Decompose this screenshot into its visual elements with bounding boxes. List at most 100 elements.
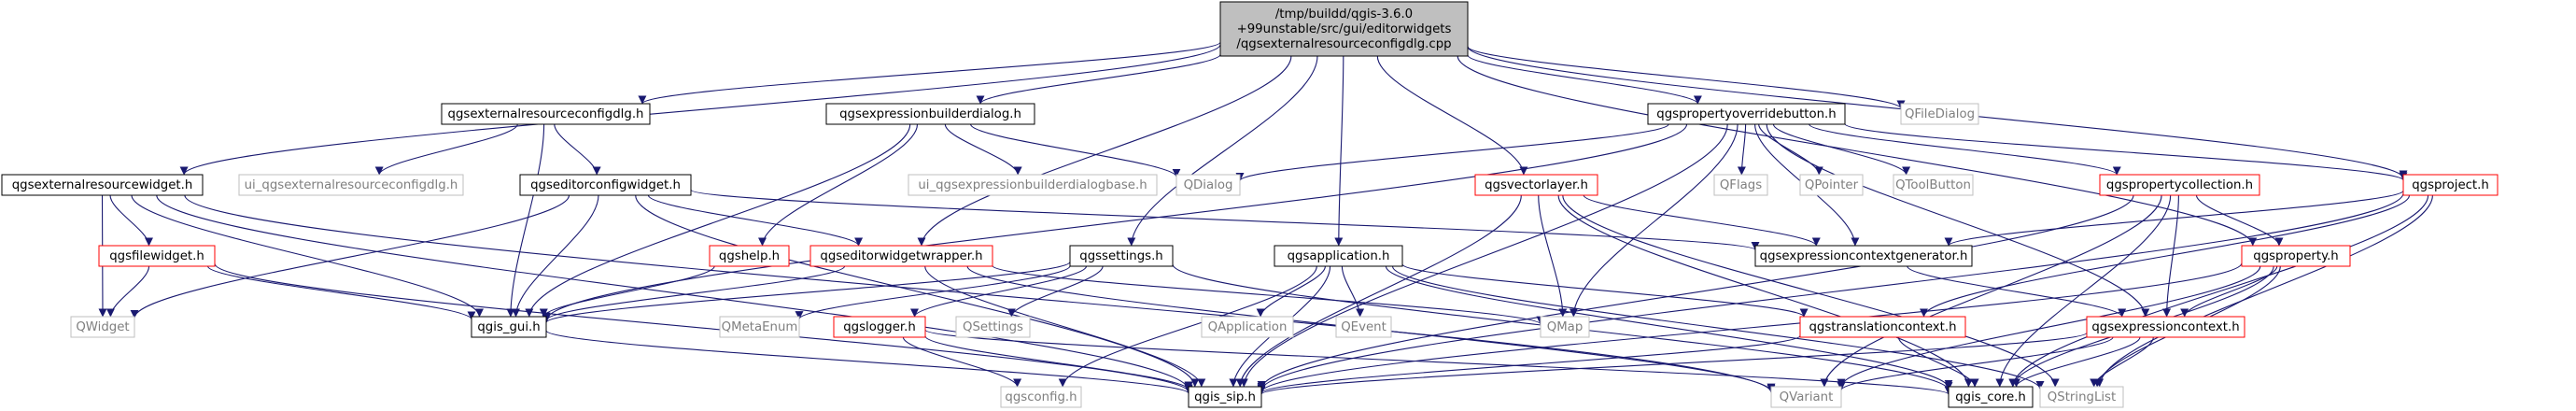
node-qfiledialog[interactable]: QFileDialog	[1900, 103, 1979, 125]
node-box	[1713, 174, 1768, 196]
node-qdialog[interactable]: QDialog	[1175, 174, 1241, 196]
node-qmap[interactable]: QMap	[1540, 316, 1590, 338]
edge-qgsproject-to-qgis_core	[2008, 194, 2429, 388]
edge-qgsvectorlayer-to-ecgen	[1583, 194, 1821, 247]
node-box	[2402, 174, 2499, 196]
edge-root-to-qgsvectorlayer	[1376, 55, 1528, 176]
node-qgsconfig[interactable]: qgsconfig.h	[1000, 386, 1082, 408]
edge-erw_h-to-qgis_sip	[156, 194, 1193, 391]
node-label: qgspropertyoverridebutton.h	[1656, 107, 1836, 121]
node-propcoll[interactable]: qgspropertycollection.h	[2099, 174, 2260, 196]
edge-ewrapper-to-qmap	[992, 264, 1545, 325]
node-qgsproject[interactable]: qgsproject.h	[2402, 174, 2499, 196]
node-label: /tmp/buildd/qgis-3.6.0	[1275, 7, 1413, 21]
node-qgsproperty[interactable]: qgsproperty.h	[2241, 245, 2351, 267]
node-qgis_sip[interactable]: qgis_sip.h	[1188, 386, 1262, 408]
edge-erw_h-to-filewidget	[109, 194, 153, 247]
node-filewidget[interactable]: qgsfilewidget.h	[98, 245, 216, 267]
node-qtoolbutton[interactable]: QToolButton	[1893, 174, 1974, 196]
node-label: QFlags	[1720, 178, 1762, 192]
node-box	[955, 316, 1031, 338]
node-label: qgsexternalresourcewidget.h	[12, 178, 193, 192]
edge-propcoll-to-qgsproperty	[2195, 194, 2284, 247]
node-erw_h[interactable]: qgsexternalresourcewidget.h	[1, 174, 204, 196]
node-transctx[interactable]: qgstranslationcontext.h	[1799, 316, 1966, 338]
node-pob_h[interactable]: qgspropertyoverridebutton.h	[1647, 103, 1846, 125]
node-qsettings[interactable]: QSettings	[955, 316, 1031, 338]
edge-qgslogger-to-qgis_core	[924, 329, 1953, 395]
node-qgsvectorlayer[interactable]: qgsvectorlayer.h	[1474, 174, 1598, 196]
node-ewrapper[interactable]: qgseditorwidgetwrapper.h	[809, 245, 993, 267]
node-label: qgsvectorlayer.h	[1485, 178, 1588, 192]
edge-qgssettings-to-qmetaenum	[795, 265, 1071, 320]
node-ebd_h[interactable]: qgsexpressionbuilderdialog.h	[825, 103, 1035, 125]
edge-pob_h-to-qgis_gui	[542, 123, 1688, 321]
edge-qgsapplication-to-qevent	[1341, 265, 1365, 318]
node-label: QStringList	[2048, 390, 2116, 404]
edge-propcoll-to-qvariant	[1820, 194, 2162, 388]
node-qstringlist[interactable]: QStringList	[2039, 386, 2124, 408]
node-qpointer[interactable]: QPointer	[1799, 174, 1864, 196]
node-qwidget[interactable]: QWidget	[70, 316, 135, 338]
edge-root-to-qgssettings	[1127, 55, 1318, 247]
edge-filewidget-to-qgis_gui	[207, 265, 476, 320]
node-qgslogger[interactable]: qgslogger.h	[833, 316, 926, 338]
node-qgsapplication[interactable]: qgsapplication.h	[1274, 245, 1403, 267]
edge-qgsapplication-to-qapplication	[1256, 265, 1326, 318]
edge-root-to-pob_h	[1467, 54, 1702, 105]
node-qgis_gui[interactable]: qgis_gui.h	[471, 316, 547, 338]
node-exprctx[interactable]: qgsexpressioncontext.h	[2086, 316, 2245, 338]
edge-qgsapplication-to-qstringlist	[1391, 265, 2045, 390]
node-label: ui_qgsexternalresourceconfigdlg.h	[245, 178, 458, 192]
node-label: QFileDialog	[1905, 107, 1975, 121]
edge-ecw_h-to-ewrapper	[647, 194, 863, 247]
node-box	[1474, 174, 1598, 196]
edge-pob_h-to-qmap	[1569, 123, 1738, 318]
node-qapplication[interactable]: QApplication	[1201, 316, 1294, 338]
edge-qgsapplication-to-qgsconfig	[1058, 265, 1317, 388]
node-qgshelp[interactable]: qgshelp.h	[709, 245, 790, 267]
node-label: QEvent	[1341, 320, 1387, 334]
node-box	[1188, 386, 1262, 408]
edge-root-to-ebd_h	[976, 53, 1221, 105]
node-ui_ercd[interactable]: ui_qgsexternalresourceconfigdlg.h	[238, 174, 464, 196]
node-root[interactable]: /tmp/buildd/qgis-3.6.0+99unstable/src/gu…	[1219, 1, 1469, 57]
node-label: qgis_sip.h	[1194, 390, 1256, 404]
node-box	[1, 174, 204, 196]
edge-qgsproperty-to-qvariant	[1837, 265, 2261, 388]
node-qflags[interactable]: QFlags	[1713, 174, 1768, 196]
edge-qgslogger-to-qgis_sip	[924, 335, 1193, 390]
node-label: QDialog	[1184, 178, 1233, 192]
node-box	[1201, 316, 1294, 338]
edge-root-to-ewrapper	[917, 55, 1292, 247]
node-label: QSettings	[963, 320, 1023, 334]
node-qmetaenum[interactable]: QMetaEnum	[719, 316, 800, 338]
edge-qgsvectorlayer-to-qgis_sip	[1235, 194, 1522, 388]
node-ecgen[interactable]: qgsexpressioncontextgenerator.h	[1754, 245, 1973, 267]
node-qvariant[interactable]: QVariant	[1770, 386, 1842, 408]
node-label: QMetaEnum	[722, 320, 798, 334]
node-box	[98, 245, 216, 267]
edge-qgsproperty-to-qgis_sip	[1257, 262, 2243, 393]
node-ecw_h[interactable]: qgseditorconfigwidget.h	[519, 174, 692, 196]
edge-exprctx-to-qstringlist	[2090, 336, 2154, 388]
node-box	[1175, 174, 1241, 196]
node-qgis_core[interactable]: qgis_core.h	[1948, 386, 2034, 408]
node-label: qgspropertycollection.h	[2106, 178, 2253, 192]
node-box	[1000, 386, 1082, 408]
edge-pob_h-to-exprctx	[1766, 123, 2150, 318]
node-label: qgsproperty.h	[2253, 249, 2339, 263]
node-ercd_h[interactable]: qgsexternalresourceconfigdlg.h	[441, 103, 651, 125]
node-box	[1948, 386, 2034, 408]
edge-pob_h-to-qflags	[1737, 123, 1747, 176]
node-box	[1335, 316, 1392, 338]
edge-ecw_h-to-qwidget	[130, 194, 570, 319]
node-qevent[interactable]: QEvent	[1335, 316, 1392, 338]
edge-qgshelp-to-qgis_gui	[539, 265, 715, 318]
node-ui_ebd[interactable]: ui_qgsexpressionbuilderdialogbase.h	[908, 174, 1158, 196]
node-qgssettings[interactable]: qgssettings.h	[1069, 245, 1174, 267]
node-box	[719, 316, 800, 338]
edge-qgslogger-to-qgsconfig	[902, 336, 1022, 388]
edges-layer	[98, 41, 2433, 395]
node-box	[2086, 316, 2245, 338]
